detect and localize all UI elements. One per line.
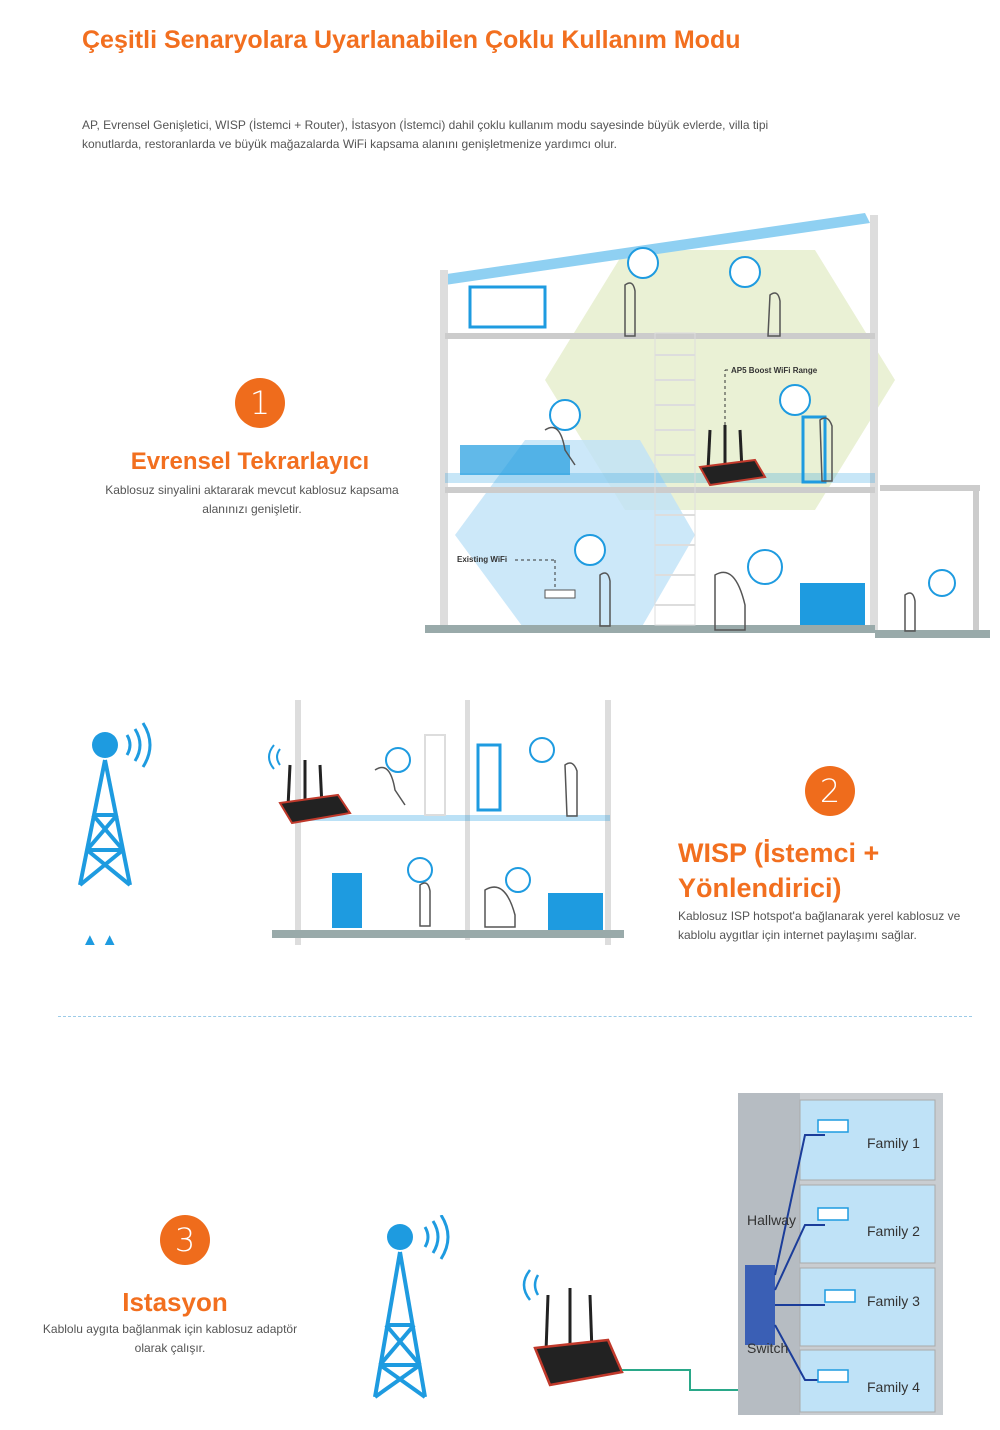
mode-desc-1: Kablosuz sinyalini aktararak mevcut kabl…: [105, 483, 399, 516]
mode-title-2: WISP (İstemci + Yönlendirici): [678, 838, 880, 903]
mode-number-2: 2: [805, 766, 855, 816]
page-title: Çeşitli Senaryolara Uyarlanabilen Çoklu …: [82, 26, 741, 54]
cell-tower-illustration-2: [370, 1214, 470, 1405]
family-4-label: Family 4: [867, 1379, 920, 1395]
cell-tower-illustration-1: ▲▲: [75, 715, 165, 952]
mode-number-3: 3: [160, 1215, 210, 1265]
boost-range-label: AP5 Boost WiFi Range: [731, 366, 818, 375]
switch-label: Switch: [747, 1340, 788, 1356]
mode-desc-3: Kablolu aygıta bağlanmak için kablosuz a…: [42, 1322, 298, 1355]
station-illustration: Hallway Switch Family 1 Family 2 Family …: [480, 1090, 950, 1425]
mode-desc-2: Kablosuz ISP hotspot'a bağlanarak yerel …: [678, 909, 961, 942]
intro-text: AP, Evrensel Genişletici, WISP (İstemci …: [82, 118, 769, 151]
family-3-label: Family 3: [867, 1293, 920, 1309]
universal-repeater-illustration: AP5 Boost WiFi Range Existing WiFi: [425, 205, 990, 655]
section-divider: [58, 1016, 972, 1017]
mode-number-1: 1: [235, 378, 285, 428]
family-2-label: Family 2: [867, 1223, 920, 1239]
svg-text:▲▲: ▲▲: [80, 930, 120, 945]
family-1-label: Family 1: [867, 1135, 920, 1151]
existing-wifi-label: Existing WiFi: [457, 555, 507, 564]
wisp-illustration: [250, 695, 630, 950]
hallway-label: Hallway: [747, 1212, 796, 1228]
mode-title-3: Istasyon: [122, 1287, 228, 1317]
mode-title-1: Evrensel Tekrarlayıcı: [130, 448, 370, 475]
